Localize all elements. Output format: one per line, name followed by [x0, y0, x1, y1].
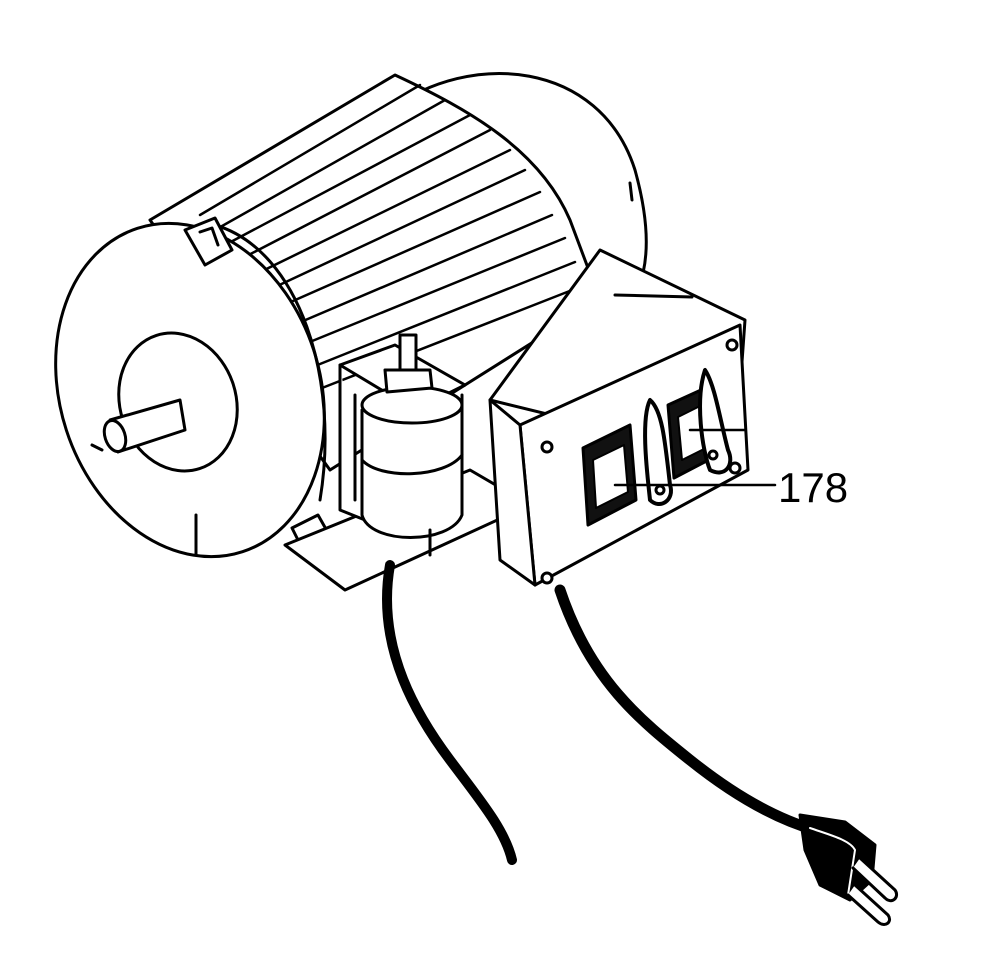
callout-leader	[613, 428, 777, 487]
power-cord	[554, 584, 821, 836]
housing-clip-top	[183, 216, 234, 267]
part-number-label: 178	[778, 464, 849, 511]
power-plug	[798, 813, 899, 926]
switch-guard-left	[643, 398, 673, 506]
motor-shaft	[102, 331, 239, 473]
switch-guard-right	[698, 368, 733, 475]
capacitor	[360, 333, 464, 557]
capacitor-terminal-bolt	[383, 333, 434, 394]
rocker-switches	[581, 368, 733, 527]
capacitor-cable	[382, 560, 517, 865]
cooling-fins	[198, 83, 587, 390]
